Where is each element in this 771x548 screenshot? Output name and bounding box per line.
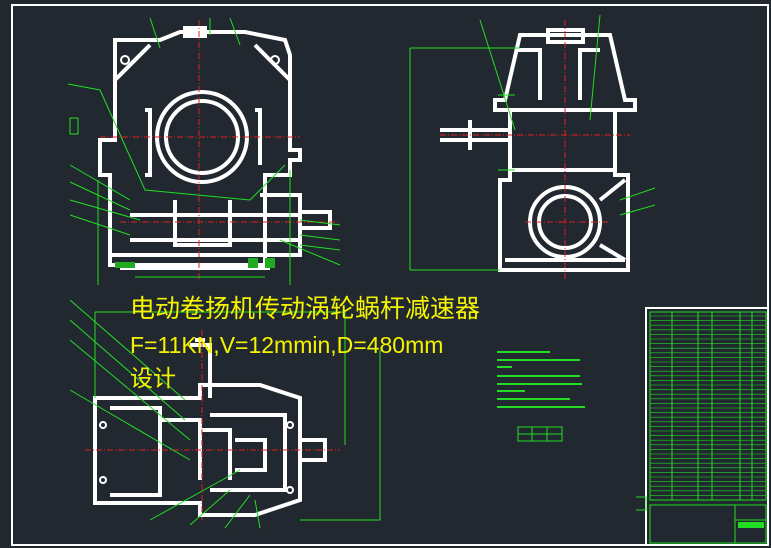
front-view xyxy=(67,17,341,285)
sheet-border xyxy=(11,4,769,546)
drawing-title-overlay: 电动卷扬机传动涡轮蜗杆减速器 xyxy=(130,294,481,323)
top-view xyxy=(69,299,381,529)
side-view xyxy=(409,14,656,280)
drawing-parameters-overlay: F=11KN,V=12mmin,D=480mm xyxy=(130,332,444,358)
parts-list-title-block xyxy=(636,307,769,546)
drawing-design-label: 设计 xyxy=(130,366,176,392)
technical-notes xyxy=(497,351,585,442)
